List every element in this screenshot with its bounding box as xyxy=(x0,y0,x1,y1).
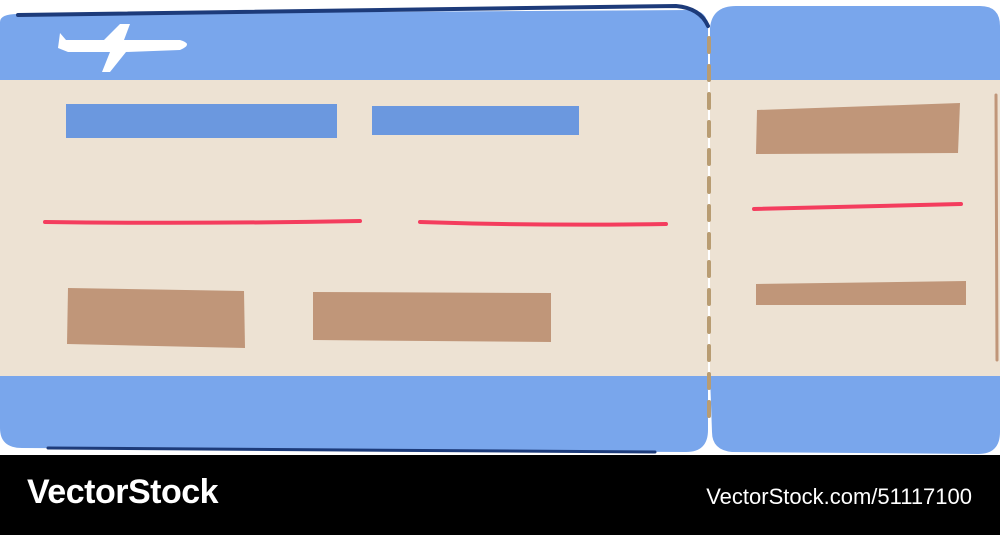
ticket-stub-section xyxy=(710,6,1000,454)
ticket-stub-bottom-band xyxy=(710,376,1000,454)
underline-left xyxy=(43,219,362,225)
label-bar-left xyxy=(66,104,337,138)
ticket-main-section xyxy=(0,3,710,454)
stub-underline xyxy=(752,202,963,211)
ticket-stub-top-band xyxy=(710,6,1000,86)
underline-right xyxy=(418,220,668,227)
ticket-main-bottom-band xyxy=(0,376,708,452)
brand-logo-text: VectorStock xyxy=(27,473,219,511)
ticket-outline-bottom xyxy=(46,446,657,454)
ticket-main-top-band xyxy=(0,10,708,86)
airplane-icon xyxy=(58,24,187,72)
boarding-pass-illustration xyxy=(0,3,1000,454)
stub-field-box-bottom xyxy=(756,281,966,305)
field-box-right xyxy=(313,292,551,342)
stub-field-box-top xyxy=(756,103,960,154)
field-box-left xyxy=(67,288,245,348)
watermark-footer: VectorStock VectorStock.com/51117100 xyxy=(0,455,1000,535)
stub-edge-line xyxy=(994,93,999,362)
ticket-outline-top xyxy=(16,3,710,28)
image-url-text: VectorStock.com/51117100 xyxy=(706,484,972,509)
label-bar-right xyxy=(372,106,579,135)
